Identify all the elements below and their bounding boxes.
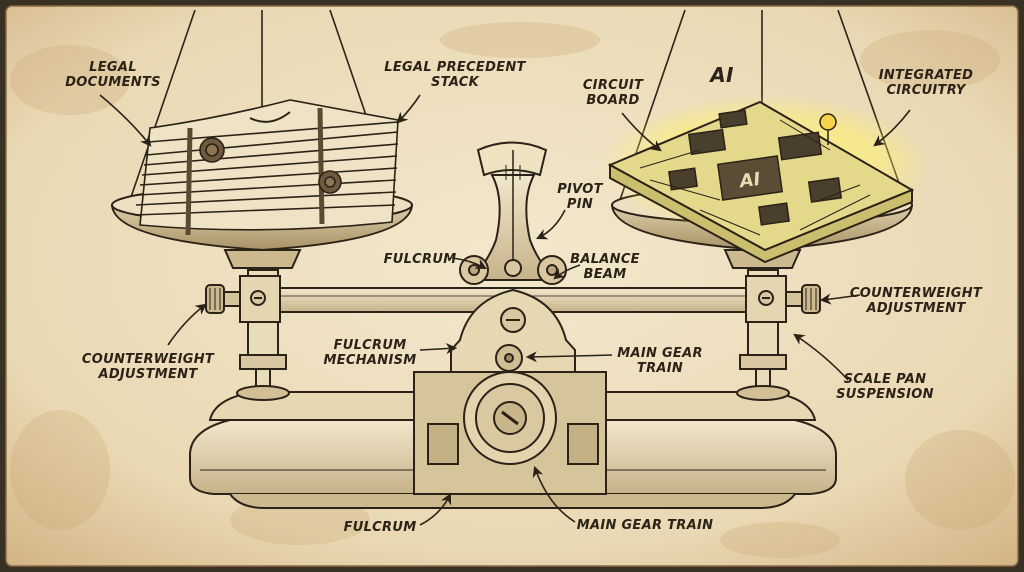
arrow-pivot-pin <box>535 209 566 240</box>
counterweight-knob-right <box>785 284 821 314</box>
chip-ai-label: AI <box>736 169 762 193</box>
arrow-counterweight-right <box>819 293 861 305</box>
arrow-legal-documents <box>99 94 152 147</box>
legal-documents-stack <box>134 99 399 236</box>
paper-stains <box>10 22 1015 558</box>
arrow-balance-beam <box>553 264 581 280</box>
arrow-main-gear-bottom <box>532 465 576 523</box>
circuit-board <box>600 95 930 264</box>
fulcrum-tower <box>459 141 567 285</box>
arrow-integrated-circuitry <box>873 109 911 147</box>
arrow-main-gear-train-mid <box>525 351 613 363</box>
arrow-fulcrum-bottom <box>419 492 452 526</box>
arrow-fulcrum-top <box>451 257 487 270</box>
gear-housing <box>413 371 607 495</box>
arrow-scale-pan-suspension <box>793 333 849 381</box>
arrow-circuit-board <box>621 112 662 152</box>
counterweight-knob-left <box>205 284 241 314</box>
arrow-legal-precedent <box>396 94 421 124</box>
arrow-fulcrum-mechanism <box>419 343 458 355</box>
leader-arrows <box>99 94 911 526</box>
arrow-counterweight-left <box>167 303 207 346</box>
